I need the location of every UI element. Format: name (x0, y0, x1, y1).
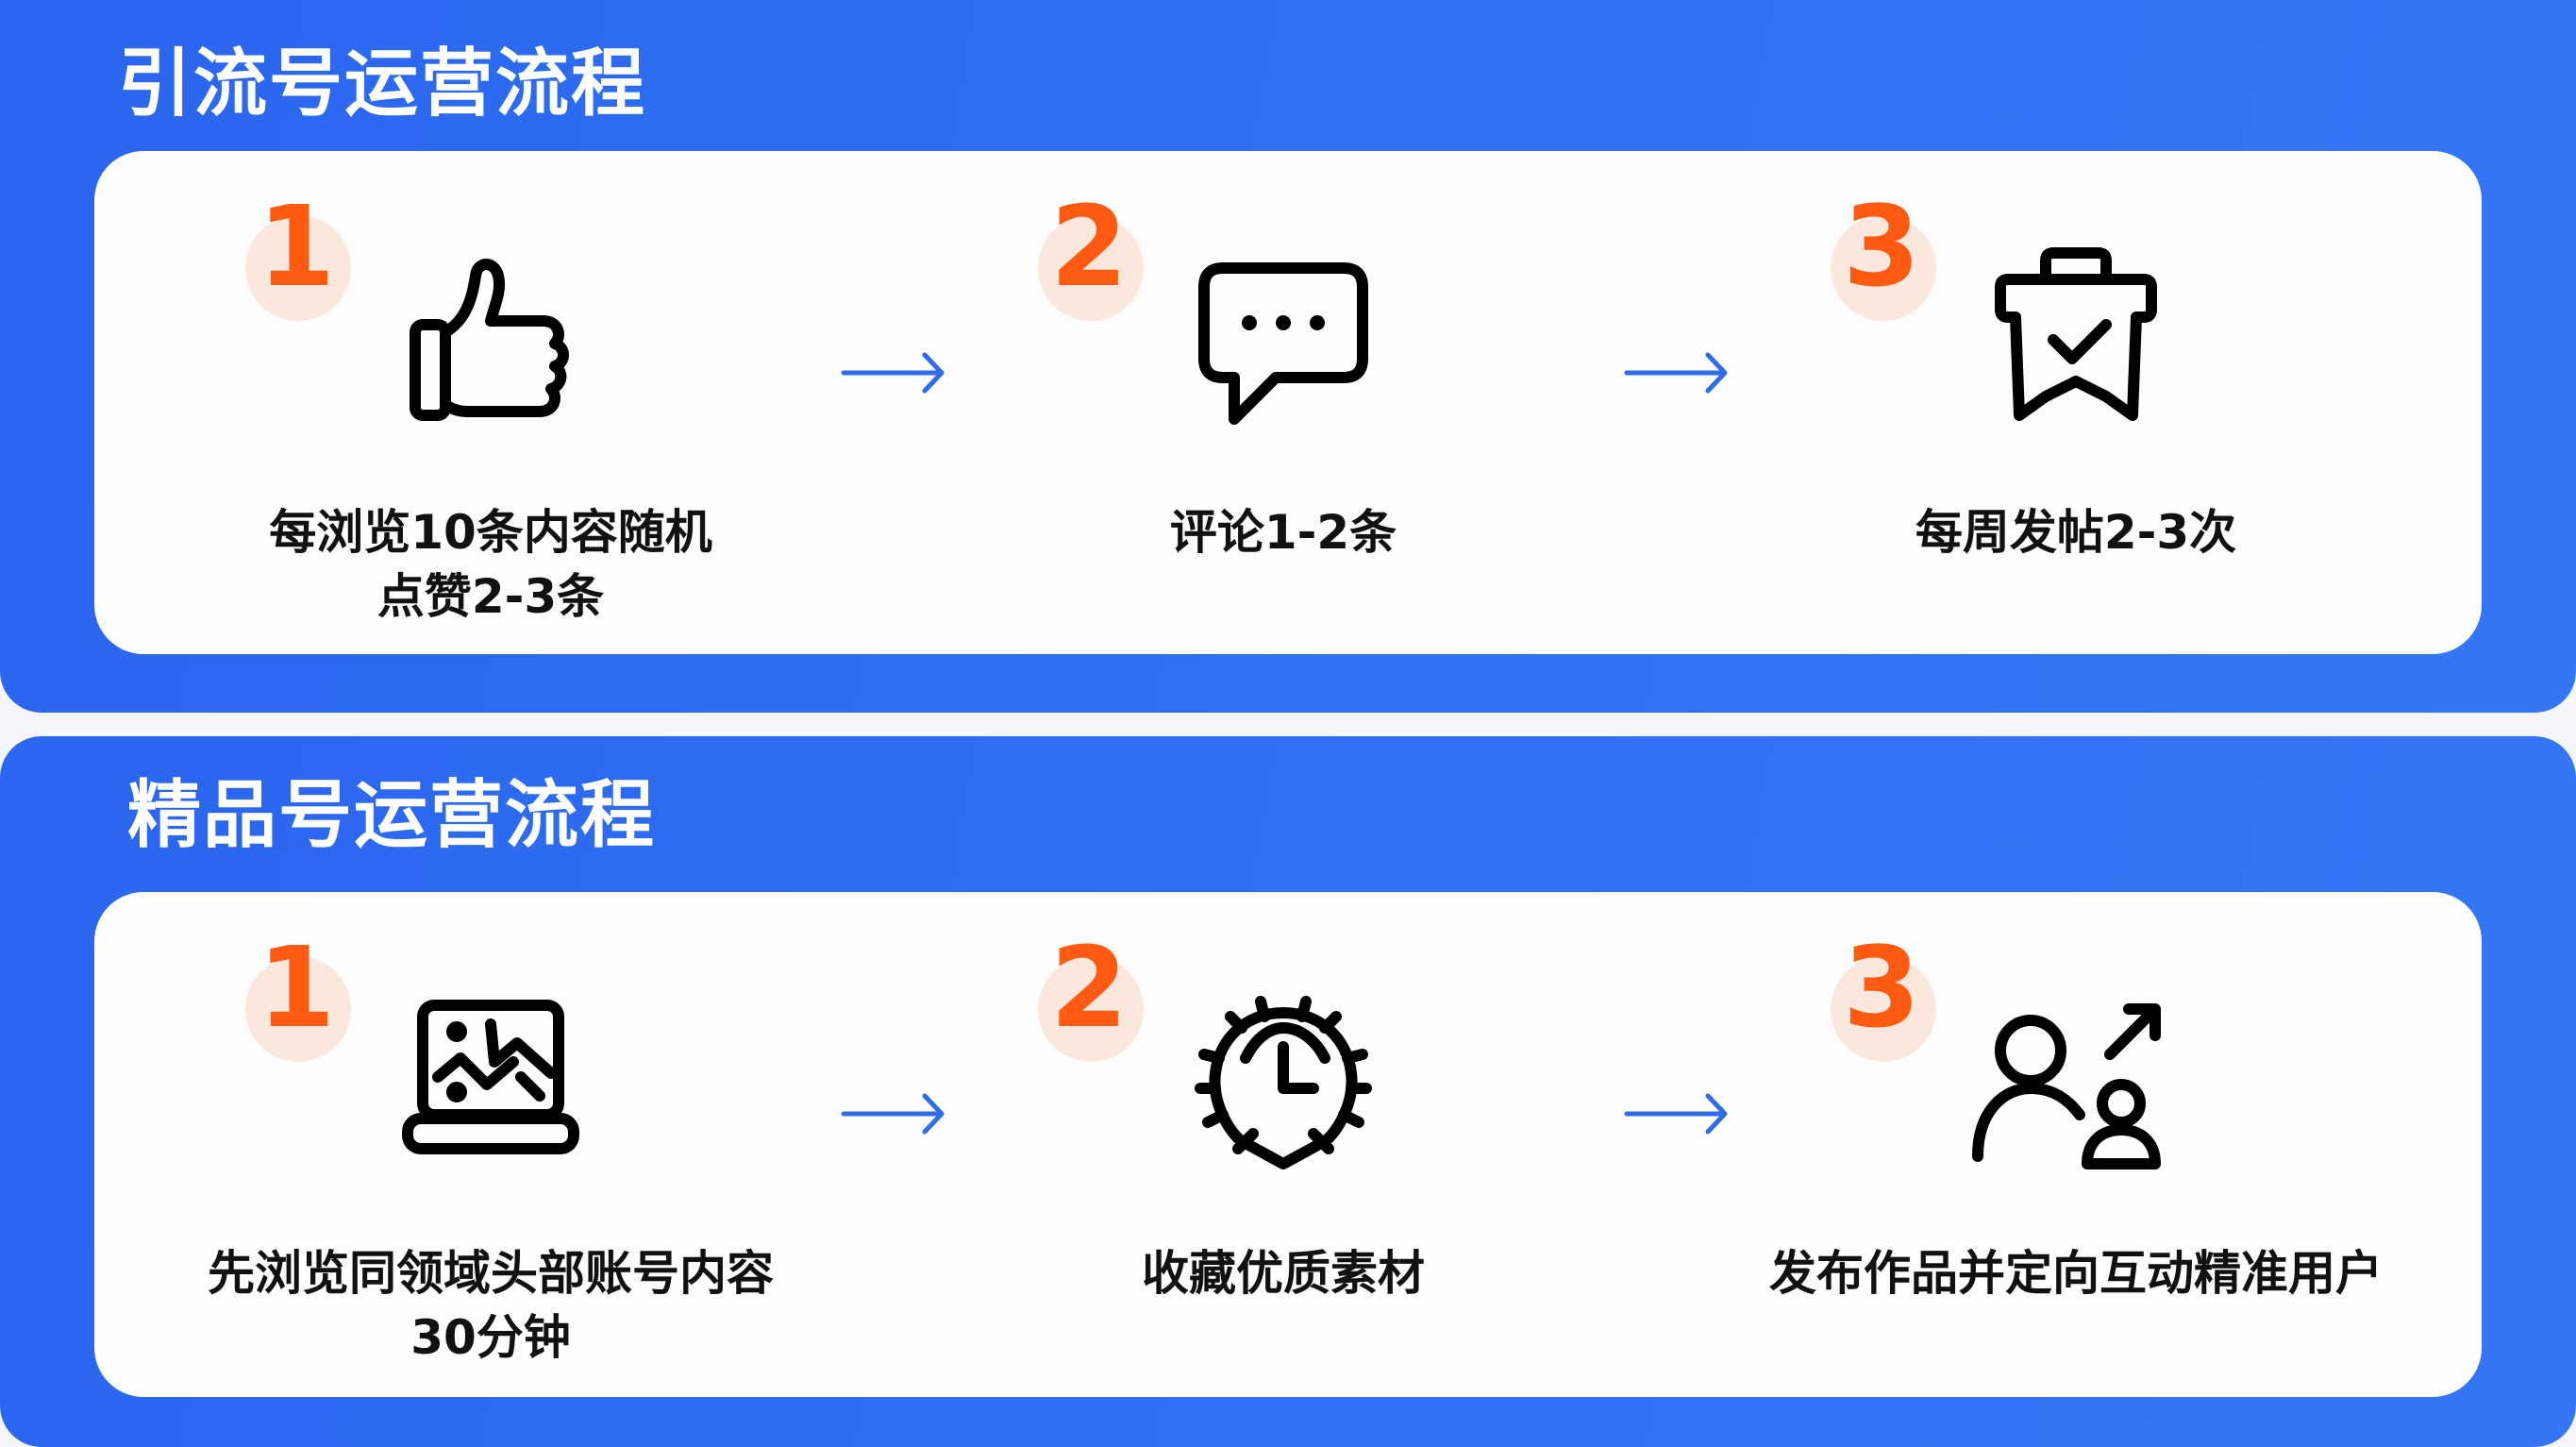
arrow-right-icon (840, 349, 948, 396)
section-premium-account: 精品号运营流程 1 先浏览同领域头部账号内容 30分钟 (0, 736, 2576, 1447)
step-number-badge: 3 (1831, 932, 1936, 1062)
users-growth-icon (1963, 986, 2180, 1175)
step-1: 1 先浏览同领域头部账号内容 30分钟 (94, 892, 887, 1397)
step-3: 3 发布作品并定向互动精准用户 (1680, 892, 2472, 1397)
step-1: 1 每浏览10条内容随机 点赞2-3条 (94, 151, 887, 654)
clock-gear-icon (1189, 986, 1378, 1175)
section-title: 引流号运营流程 (118, 42, 647, 126)
process-card: 1 先浏览同领域头部账号内容 30分钟 (94, 892, 2482, 1397)
step-label: 先浏览同领域头部账号内容 30分钟 (208, 1246, 774, 1365)
step-number-badge: 2 (1038, 932, 1144, 1062)
chat-bubble-icon (1189, 245, 1378, 434)
section-title: 精品号运营流程 (127, 773, 657, 858)
thumbs-up-icon (396, 245, 585, 434)
section-traffic-account: 引流号运营流程 1 每浏览10条内容随机 点赞2-3条 2 (0, 0, 2576, 713)
step-label: 评论1-2条 (1169, 505, 1397, 560)
arrow-right-icon (840, 1090, 948, 1137)
laptop-chart-icon (396, 986, 585, 1175)
step-label: 每浏览10条内容随机 点赞2-3条 (269, 505, 712, 624)
step-number-badge: 3 (1831, 191, 1936, 321)
arrow-right-icon (1623, 349, 1731, 396)
step-label: 发布作品并定向互动精准用户 (1769, 1246, 2383, 1301)
step-number-badge: 1 (245, 932, 351, 1062)
step-number-badge: 2 (1038, 191, 1144, 321)
step-number-badge: 1 (245, 191, 351, 321)
step-label: 收藏优质素材 (1142, 1246, 1425, 1301)
process-card: 1 每浏览10条内容随机 点赞2-3条 2 (94, 151, 2482, 654)
step-label: 每周发帖2-3次 (1915, 505, 2237, 560)
bag-check-icon (1982, 245, 2170, 434)
step-3: 3 每周发帖2-3次 (1680, 151, 2472, 654)
step-2: 2 评论1-2条 (887, 151, 1680, 654)
arrow-right-icon (1623, 1090, 1731, 1137)
step-2: 2 收藏优质素材 (887, 892, 1680, 1397)
